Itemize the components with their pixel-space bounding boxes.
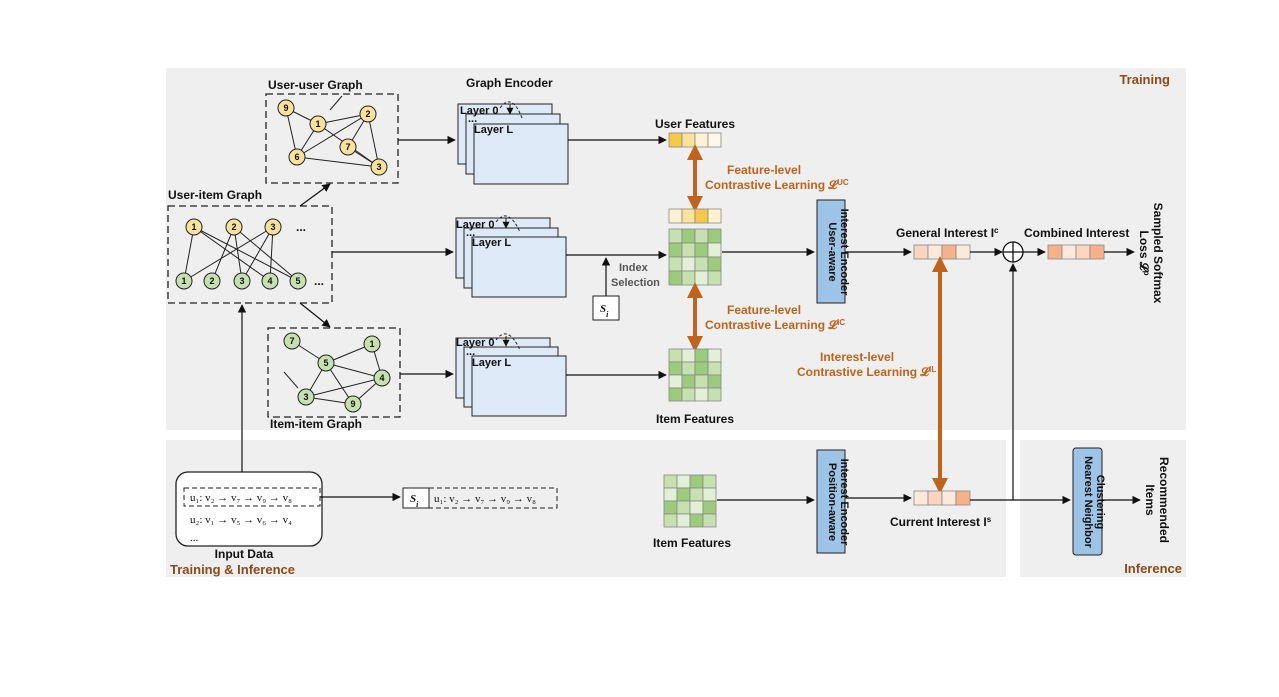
svg-text:Layer L: Layer L — [472, 357, 511, 369]
svg-text:2: 2 — [231, 222, 236, 232]
svg-text:Layer 0: Layer 0 — [456, 337, 495, 349]
training-region-label: Training — [1119, 72, 1170, 87]
svg-text:Layer L: Layer L — [474, 124, 513, 136]
svg-text:Layer L: Layer L — [472, 237, 511, 249]
input-seq1: u₁: v₂ → v₇ → v₉ → v₈ — [190, 492, 292, 504]
middle-user-vector — [668, 208, 722, 224]
user-item-graph-box — [167, 205, 333, 304]
svg-text:2: 2 — [365, 109, 370, 119]
graph-encoder-stack-useritem: Layer 0 ... Layer L — [455, 215, 567, 298]
item-item-graph-nodes: 7 1 5 4 3 9 — [283, 332, 391, 413]
svg-text:Layer 0: Layer 0 — [460, 105, 499, 117]
ic-label-line1: Feature-level — [727, 303, 801, 317]
svg-text:Position-aware: Position-aware — [826, 463, 838, 541]
il-label-line1: Interest-level — [820, 350, 894, 364]
svg-text:3: 3 — [239, 276, 244, 286]
svg-text:7: 7 — [289, 336, 294, 346]
user-item-graph-edges — [183, 226, 299, 282]
uc-label-line1: Feature-level — [727, 163, 801, 177]
index-selection-line1: Index — [619, 262, 649, 274]
general-interest-label: General Interest Ic — [896, 226, 999, 241]
svg-text:...: ... — [468, 113, 477, 125]
combine-plus-icon — [1002, 241, 1024, 263]
middle-item-matrix — [668, 228, 722, 286]
combined-interest-vector — [1047, 244, 1105, 260]
il-label-line2: Contrastive Learning 𝓛IL — [797, 365, 936, 380]
loss-label-line2: Loss 𝓛p — [1137, 231, 1152, 276]
item-item-graph-box — [267, 327, 401, 418]
svg-text:1: 1 — [315, 119, 320, 129]
selected-seq-box — [428, 487, 558, 509]
recommended-items-line2: Items — [1143, 484, 1157, 516]
arrow-ui-to-ii — [299, 302, 331, 328]
user-user-graph-box — [265, 93, 399, 184]
user-aware-interest-encoder — [816, 199, 846, 304]
recommended-items-line1: Recommended — [1157, 457, 1171, 543]
svg-text:2: 2 — [209, 276, 214, 286]
svg-text:1: 1 — [181, 276, 186, 286]
svg-text:3: 3 — [303, 392, 308, 402]
svg-text:Interest Encoder: Interest Encoder — [838, 209, 850, 297]
svg-text:Layer 0: Layer 0 — [456, 219, 495, 231]
svg-text:4: 4 — [379, 373, 384, 383]
selected-seq: u₁: v₂ → v₇ → v₉ → v₈ — [434, 493, 536, 505]
index-selection-symbol: Si — [600, 303, 609, 319]
input-data-title: Input Data — [215, 547, 274, 561]
svg-text:7: 7 — [345, 142, 350, 152]
user-user-graph-title: User-user Graph — [268, 78, 363, 92]
uc-label-line2: Contrastive Learning 𝓛UC — [705, 178, 849, 193]
item-features-label-top: Item Features — [656, 412, 734, 426]
svg-text:3: 3 — [376, 162, 381, 172]
graph-encoder-stack-item: Layer 0 ... Layer L — [455, 333, 567, 417]
svg-text:...: ... — [296, 220, 306, 234]
user-item-graph-title: User-item Graph — [168, 188, 262, 202]
svg-text:...: ... — [466, 346, 475, 358]
user-features-label: User Features — [655, 117, 735, 131]
user-user-graph-nodes: 9 1 2 7 6 3 — [277, 99, 388, 176]
user-item-graph-nodes: 1 2 3 ... 1 2 3 4 5 ... — [175, 218, 324, 290]
svg-text:Interest Encoder: Interest Encoder — [838, 459, 850, 547]
svg-text:9: 9 — [350, 399, 355, 409]
loss-label-line1: Sampled Softmax — [1151, 203, 1165, 304]
selected-si-box — [402, 487, 430, 509]
svg-text:3: 3 — [270, 222, 275, 232]
svg-text:5: 5 — [323, 358, 328, 368]
inference-panel — [1020, 440, 1186, 577]
svg-text:...: ... — [314, 274, 324, 288]
svg-text:4: 4 — [267, 276, 272, 286]
arrow-ui-to-uu — [299, 183, 331, 207]
index-selection-box — [592, 295, 620, 321]
graph-encoder-stack-user: Layer 0 ... Layer L — [457, 101, 569, 185]
item-features-matrix-bottom — [663, 474, 717, 528]
svg-text:5: 5 — [295, 276, 300, 286]
svg-text:6: 6 — [294, 152, 299, 162]
general-interest-vector — [913, 244, 971, 260]
nearest-neighbor-clustering — [1072, 447, 1103, 556]
training-inference-region-label: Training & Inference — [170, 562, 295, 577]
position-aware-interest-encoder — [816, 449, 846, 554]
input-ellipsis: ... — [190, 532, 199, 544]
user-features-vector — [668, 132, 722, 148]
item-item-graph-title: Item-item Graph — [270, 417, 362, 431]
combined-interest-label: Combined Interest — [1024, 226, 1129, 240]
svg-text:Clustering: Clustering — [1094, 475, 1106, 529]
current-interest-vector — [913, 490, 971, 506]
current-interest-label: Current Interest Is — [890, 515, 992, 530]
svg-text:Nearest Neighbor: Nearest Neighbor — [1082, 456, 1094, 548]
inference-region-label: Inference — [1124, 561, 1182, 576]
graph-encoder-title: Graph Encoder — [466, 76, 553, 90]
item-features-matrix-top — [668, 348, 722, 402]
svg-text:...: ... — [466, 227, 475, 239]
svg-text:User-aware: User-aware — [826, 222, 838, 281]
input-seq2: u₂: v₁ → v₅ → v₆ → v₄ — [190, 514, 292, 526]
ic-label-line2: Contrastive Learning 𝓛IC — [705, 318, 845, 333]
item-features-label-bottom: Item Features — [653, 536, 731, 550]
index-selection-line2: Selection — [611, 277, 660, 289]
svg-text:1: 1 — [191, 222, 196, 232]
svg-text:9: 9 — [283, 103, 288, 113]
svg-text:1: 1 — [369, 339, 374, 349]
selected-si-symbol: Si — [410, 493, 419, 509]
input-data-box — [175, 471, 323, 547]
